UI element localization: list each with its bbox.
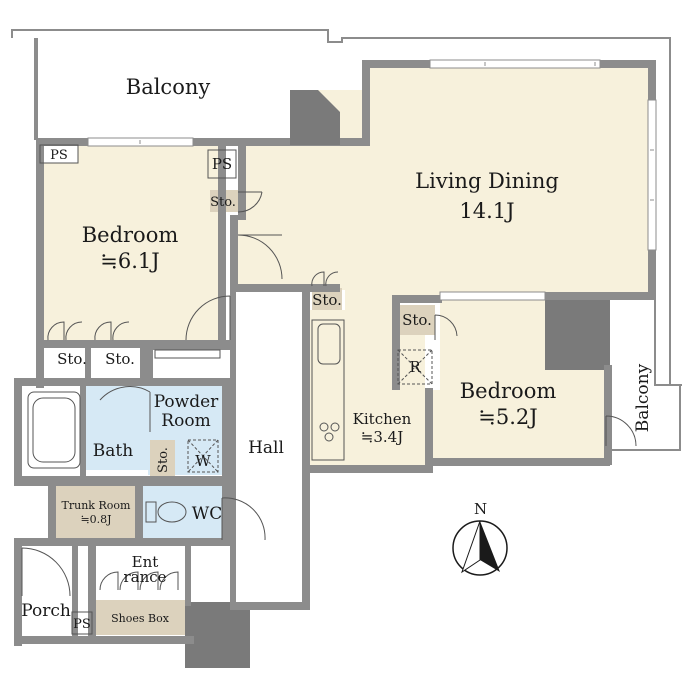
kitchen-floor xyxy=(310,310,425,465)
sink xyxy=(317,323,341,365)
label-sto-bedroom-right: Sto. xyxy=(402,311,432,329)
label-living-dining-size: 14.1J xyxy=(459,199,514,223)
living-dining-floor xyxy=(237,68,648,465)
doors xyxy=(21,191,637,597)
ps-top-left-fill xyxy=(40,145,78,163)
label-sto-kitchen: Sto. xyxy=(312,291,342,309)
fridge-box xyxy=(397,349,433,385)
label-fridge: R xyxy=(409,358,421,376)
bedroom-left-floor xyxy=(40,145,222,340)
label-sto-left-b: Sto. xyxy=(105,350,135,368)
label-shoes-box: Shoes Box xyxy=(111,612,170,625)
ps-porch-box xyxy=(71,611,93,635)
door-sto-left-2 xyxy=(65,321,83,341)
stove-burner-3 xyxy=(324,432,334,442)
stove-burner-1 xyxy=(319,422,329,432)
label-entrance-2: rance xyxy=(123,568,166,586)
label-trunk-room: Trunk Room xyxy=(62,499,131,512)
door-entrance-a xyxy=(99,571,119,591)
sto-bedroom-right-fill xyxy=(400,305,435,335)
washer-box xyxy=(187,439,219,473)
sto-powder-fill xyxy=(150,440,175,478)
fixtures xyxy=(27,144,433,635)
door-entrance-d xyxy=(159,571,179,591)
door-wc xyxy=(221,497,266,541)
label-balcony-top: Balcony xyxy=(126,75,211,99)
windows xyxy=(87,59,657,301)
label-porch: Porch xyxy=(21,601,71,621)
door-entrance-c xyxy=(139,571,159,591)
vanity-counter xyxy=(154,349,221,359)
hall-floor xyxy=(230,292,305,602)
door-living-hall xyxy=(237,234,283,280)
label-balcony-right: Balcony xyxy=(633,363,653,432)
bathtub xyxy=(27,391,81,469)
door-bedroom-right xyxy=(434,314,458,340)
door-sto-left-3 xyxy=(94,321,112,341)
label-trunk-room-size: ≒0.8J xyxy=(80,513,111,526)
wc-floor xyxy=(142,486,222,538)
shoes-box-fill xyxy=(95,600,187,635)
balcony-top-area xyxy=(11,29,682,386)
label-hall: Hall xyxy=(248,438,284,458)
label-entrance-1: Ent xyxy=(132,553,159,571)
label-living-dining: Living Dining xyxy=(415,169,559,193)
door-sto-left-4 xyxy=(112,321,130,341)
label-powder-room-1: Powder xyxy=(154,392,219,412)
door-sto-left-1 xyxy=(47,321,65,341)
door-powder xyxy=(99,386,151,432)
label-bedroom-right-size: ≒5.2J xyxy=(478,405,537,429)
door-bedroom-left xyxy=(185,295,231,341)
toilet-bowl xyxy=(157,501,187,523)
label-sto-left-a: Sto. xyxy=(57,350,87,368)
label-kitchen: Kitchen xyxy=(353,410,412,428)
kitchen-counter xyxy=(311,319,345,461)
bedroom-right-floor xyxy=(425,300,605,462)
bath-floor xyxy=(86,385,148,470)
ps-top-mid-box xyxy=(207,149,237,179)
door-sto-kitchen xyxy=(311,271,339,287)
label-ps-porch: PS xyxy=(73,617,91,632)
label-wc: WC xyxy=(192,504,222,524)
label-ps-top-mid: PS xyxy=(212,155,232,173)
label-powder-room-2: Room xyxy=(161,411,210,431)
label-sto-top: Sto. xyxy=(210,195,236,210)
door-balcony-right xyxy=(605,415,637,447)
label-sto-powder: Sto. xyxy=(156,447,171,473)
sto-kitchen-fill xyxy=(312,288,342,310)
label-washer: W xyxy=(195,452,211,470)
bathtub-inner xyxy=(32,397,76,463)
door-entrance-b xyxy=(119,571,139,591)
stove-burner-2 xyxy=(330,422,340,432)
label-ps-top-left: PS xyxy=(50,148,68,163)
compass: N xyxy=(452,500,508,576)
label-bedroom-right: Bedroom xyxy=(460,379,557,403)
trunk-room-floor xyxy=(55,486,135,538)
label-bedroom-left-size: ≒6.1J xyxy=(100,249,159,273)
label-bedroom-left: Bedroom xyxy=(82,223,179,247)
toilet-tank xyxy=(145,501,157,523)
door-porch xyxy=(21,547,71,597)
ps-top-left-box xyxy=(39,144,79,164)
door-sto-top xyxy=(237,191,263,213)
label-kitchen-size: ≒3.4J xyxy=(361,428,403,446)
label-bath: Bath xyxy=(93,441,133,461)
compass-north-label: N xyxy=(474,500,487,518)
